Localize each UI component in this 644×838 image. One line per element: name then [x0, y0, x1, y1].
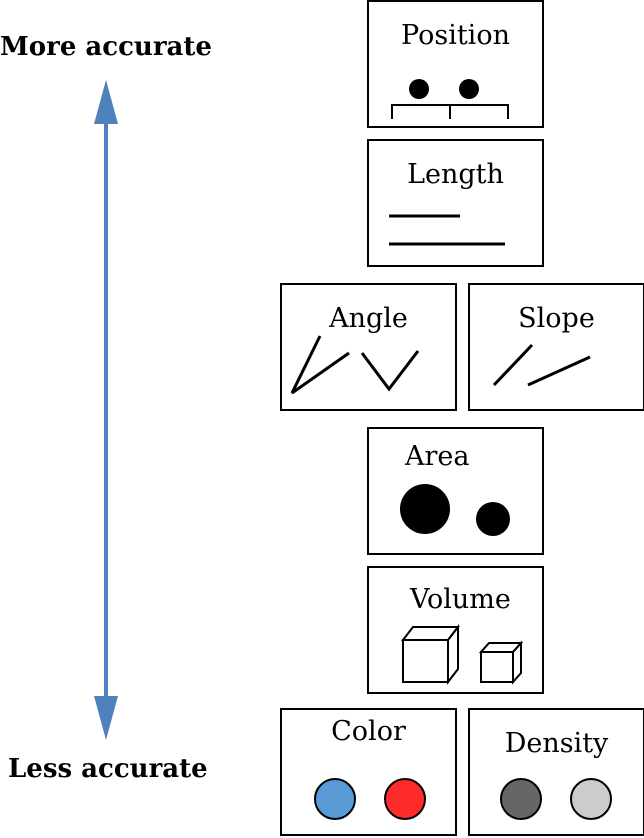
position-label: Position	[401, 20, 510, 51]
angle-glyph	[290, 335, 420, 395]
density-card: Density	[468, 708, 644, 836]
density-swatch-dark	[500, 778, 542, 820]
density-swatch-light	[570, 778, 612, 820]
area-label: Area	[405, 441, 470, 472]
volume-glyph	[400, 624, 524, 685]
length-label: Length	[407, 159, 504, 190]
less-accurate-label: Less accurate	[8, 754, 208, 784]
more-accurate-label: More accurate	[0, 32, 212, 62]
position-glyph	[391, 79, 509, 119]
slope-glyph	[492, 343, 591, 387]
area-card: Area	[367, 427, 544, 555]
length-glyph	[389, 214, 505, 246]
volume-label: Volume	[410, 584, 511, 615]
angle-card: Angle	[280, 283, 457, 411]
arrow-head-down	[94, 696, 118, 740]
density-glyph	[500, 778, 612, 820]
slope-card: Slope	[468, 283, 644, 411]
angle-label: Angle	[329, 303, 408, 334]
density-label: Density	[504, 728, 609, 759]
area-glyph	[400, 484, 510, 536]
color-card: Color	[280, 708, 457, 836]
position-card: Position	[367, 0, 544, 128]
color-swatch-blue	[314, 778, 356, 820]
length-card: Length	[367, 139, 544, 267]
color-label: Color	[331, 716, 406, 747]
volume-card: Volume	[367, 566, 544, 694]
color-glyph	[314, 778, 426, 820]
accuracy-arrow	[94, 80, 118, 740]
color-swatch-red	[384, 778, 426, 820]
arrow-head-up	[94, 80, 118, 124]
slope-label: Slope	[518, 303, 595, 334]
